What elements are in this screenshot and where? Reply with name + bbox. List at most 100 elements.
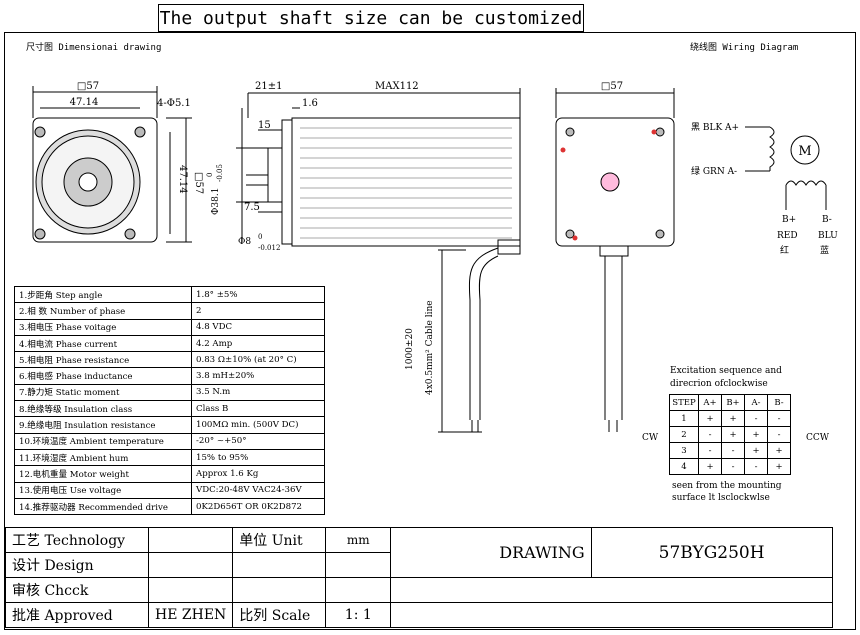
wire-b-plus: B+	[782, 215, 796, 225]
exc-cell: +	[698, 410, 722, 427]
spec-value: 100MΩ min. (500V DC)	[191, 416, 325, 434]
side-shaft-tol-bot: -0.012	[258, 244, 280, 252]
exc-header: B-	[767, 394, 791, 411]
spec-row: 10.环境温度 Ambient temperature-20° ~+50°	[14, 432, 325, 450]
rear-red-dots	[560, 129, 657, 241]
side-shaft-len-dim: 15	[258, 120, 271, 131]
front-holes-dim: 4-Φ5.1	[157, 98, 191, 109]
spec-label: 9.绝缘电阻 Insulation resistance	[14, 416, 192, 434]
side-boss-dim: 21±1	[255, 81, 282, 92]
tb-design: 设计 Design	[5, 552, 149, 578]
spec-label: 7.静力矩 Static moment	[14, 383, 192, 402]
tb-scale-label: 比列 Scale	[232, 602, 327, 628]
cable-length-dim: 1000±20	[405, 328, 415, 370]
rear-square-dim: □57	[601, 81, 623, 92]
spec-label: 10.环境温度 Ambient temperature	[14, 432, 192, 450]
spec-value: VDC:20-48V VAC24-36V	[191, 481, 325, 499]
spec-value: -20° ~+50°	[191, 432, 325, 450]
excitation-header-row: STEP A+ B+ A- B-	[669, 394, 791, 411]
exc-cell: +	[698, 458, 722, 475]
excitation-row: 3--++	[669, 442, 791, 459]
excitation-row: 4+--+	[669, 458, 791, 475]
spec-value: 0K2D656T OR 0K2D872	[191, 497, 325, 516]
spec-label: 6.相电感 Phase inductance	[14, 367, 192, 385]
side-boss-dia-dim: Φ38.1	[211, 188, 221, 215]
wire-b-plus-cn: 红	[780, 244, 789, 256]
tb-unit-label: 单位 Unit	[232, 527, 327, 553]
tb-scale-value: 1: 1	[325, 602, 392, 628]
excitation-title-1: Excitation sequence and	[670, 366, 782, 376]
side-flat-dim: 7.5	[244, 202, 260, 213]
drawing-frame	[4, 32, 856, 630]
tb-technology: 工艺 Technology	[5, 527, 149, 553]
front-square-dim: □57	[77, 81, 99, 92]
wire-b-minus-color: BLU	[818, 231, 838, 241]
exc-header: STEP	[669, 394, 699, 411]
front-span-dim: 47.14	[70, 97, 99, 108]
excitation-title-2: direcrion ofclockwise	[670, 379, 768, 389]
header-title: The output shaft size can be customized	[158, 4, 584, 32]
tb-approver: HE ZHEN	[147, 602, 234, 628]
spec-label: 2.相 数 Number of phase	[14, 302, 192, 320]
tb-unit-value: mm	[325, 527, 392, 553]
excitation-row: 1++--	[669, 410, 791, 427]
exc-header: B+	[721, 394, 745, 411]
exc-cell: +	[767, 458, 791, 475]
side-max-dim: MAX112	[375, 81, 419, 92]
wire-b-minus: B-	[822, 215, 832, 225]
spec-label: 4.相电流 Phase current	[14, 334, 192, 353]
spec-label: 8.绝缘等级 Insulation class	[14, 400, 192, 418]
exc-cell: 3	[669, 442, 699, 459]
front-side-square-dim: □57	[193, 172, 204, 194]
exc-cell: 2	[669, 426, 699, 443]
tb-check: 审核 Chcck	[5, 577, 149, 603]
exc-cell: -	[721, 442, 745, 459]
tb-model: 57BYG250H	[590, 527, 833, 578]
exc-cell: +	[744, 442, 768, 459]
front-view	[32, 86, 192, 243]
spec-value: 1.8° ±5%	[191, 285, 325, 304]
side-boss-tol-top: 0	[206, 173, 214, 177]
wire-b-minus-cn: 蓝	[820, 244, 829, 256]
side-fins	[300, 127, 512, 239]
title-block: 工艺 Technology 单位 Unit mm DRAWING 57BYG25…	[5, 527, 833, 628]
spec-value: 0.83 Ω±10% (at 20° C)	[191, 351, 325, 369]
exc-cell: 1	[669, 410, 699, 427]
cable-spec-dim: 4x0.5mm² Cable line	[425, 300, 435, 395]
exc-cell: -	[721, 458, 745, 475]
exc-header: A-	[744, 394, 768, 411]
spec-value: 2	[191, 302, 325, 320]
side-view	[236, 88, 521, 255]
side-shaft-dia-dim: Φ8	[238, 237, 251, 247]
spec-value: 4.8 VDC	[191, 318, 325, 336]
excitation-cw: CW	[642, 433, 659, 443]
spec-label: 14.推荐驱动器 Recommended drive	[14, 497, 192, 516]
exc-cell: +	[721, 410, 745, 427]
excitation-row: 2-++-	[669, 426, 791, 443]
side-flange-dim: 1.6	[302, 98, 318, 109]
excitation-table: STEP A+ B+ A- B- 1++--2-++-3--++4+--+	[669, 394, 791, 475]
spec-value: Approx 1.6 Kg	[191, 465, 325, 483]
spec-label: 1.步距角 Step angle	[14, 285, 192, 304]
tb-drawing: DRAWING	[493, 527, 592, 578]
spec-label: 13.使用电压 Use voltage	[14, 481, 192, 499]
rear-view	[555, 88, 675, 432]
spec-label: 5.相电阻 Phase resistance	[14, 351, 192, 369]
spec-label: 12.电机重量 Motor weight	[14, 465, 192, 483]
spec-label: 3.相电压 Phase voitage	[14, 318, 192, 336]
wiring-diagram	[745, 126, 827, 210]
spec-value: 3.5 N.m	[191, 383, 325, 402]
spec-value: Class B	[191, 400, 325, 418]
